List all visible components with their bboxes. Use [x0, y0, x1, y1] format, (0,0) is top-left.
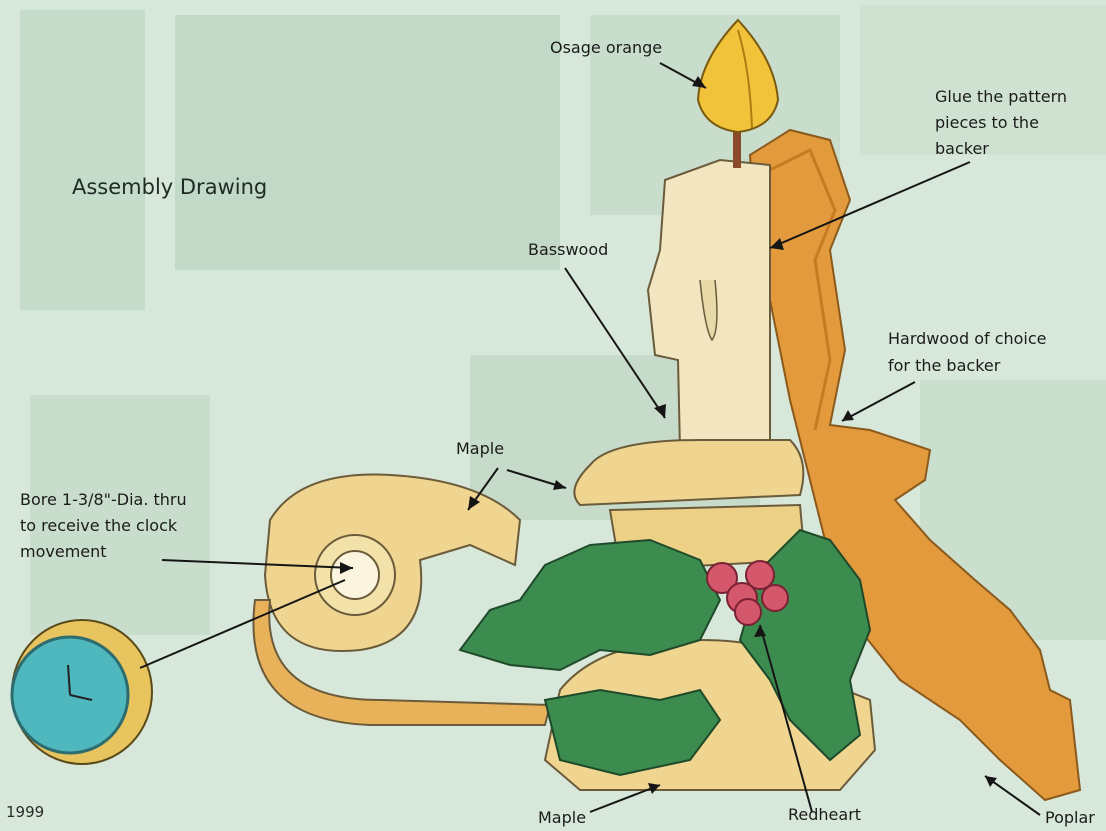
label-basswood: Basswood — [528, 238, 608, 262]
label-glue-line-2: pieces to the — [935, 111, 1039, 135]
label-hardwood-line-1: Hardwood of choice — [888, 327, 1047, 351]
label-bore-line-2: to receive the clock — [20, 514, 177, 538]
label-glue-line-1: Glue the pattern — [935, 85, 1067, 109]
label-maple-top: Maple — [456, 437, 504, 461]
label-maple-bottom: Maple — [538, 806, 586, 830]
label-bore-line-1: Bore 1-3/8"-Dia. thru — [20, 488, 187, 512]
label-bore-line-3: movement — [20, 540, 107, 564]
label-osage-orange: Osage orange — [550, 36, 662, 60]
flame — [698, 20, 778, 132]
label-glue-line-3: backer — [935, 137, 989, 161]
footer-year: 1999 — [6, 800, 44, 824]
label-hardwood-line-2: for the backer — [888, 354, 1000, 378]
candle-cup — [574, 440, 803, 505]
label-redheart: Redheart — [788, 803, 861, 827]
label-poplar: Poplar — [1045, 806, 1095, 830]
clock-movement — [12, 620, 152, 764]
drawing-title: Assembly Drawing — [72, 175, 267, 199]
wick — [733, 128, 741, 168]
